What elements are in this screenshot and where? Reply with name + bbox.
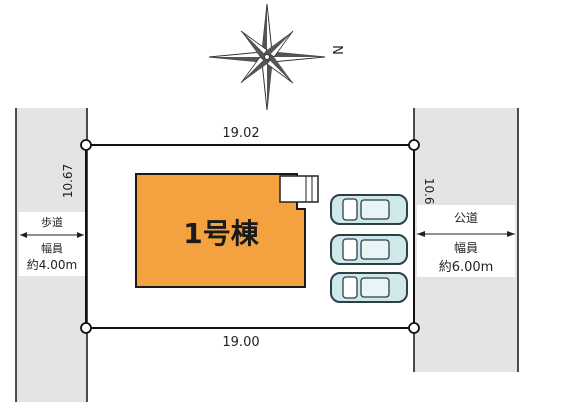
lot-bottom-length: 19.00 bbox=[222, 335, 259, 350]
lot-corner-marker bbox=[408, 139, 420, 151]
right-road-label-bg bbox=[417, 205, 515, 277]
parked-car-icon bbox=[330, 272, 408, 303]
arrowhead-icon bbox=[77, 232, 84, 238]
right-road-type: 公道 bbox=[454, 211, 478, 225]
left-road-width-label: 幅員 bbox=[41, 242, 63, 255]
parked-car-icon bbox=[330, 234, 408, 265]
lot-corner-marker bbox=[80, 322, 92, 334]
building-label: 1号棟 bbox=[183, 217, 259, 250]
compass-icon bbox=[208, 3, 326, 111]
left-road-label-bg bbox=[19, 212, 85, 276]
compass-north-label: N bbox=[329, 45, 344, 55]
lot-top-length: 19.02 bbox=[222, 126, 259, 141]
right-road-width-value: 約6.00m bbox=[439, 260, 494, 275]
building-footprint bbox=[135, 173, 306, 288]
lot-corner-marker bbox=[408, 322, 420, 334]
arrowhead-icon bbox=[417, 231, 425, 237]
right-road-width-label: 幅員 bbox=[454, 240, 478, 255]
lot-left-depth: 10.67 bbox=[61, 164, 75, 198]
entrance-steps-icon bbox=[279, 175, 319, 203]
left-road-type: 歩道 bbox=[41, 215, 63, 229]
lot-corner-marker bbox=[80, 139, 92, 151]
arrowhead-icon bbox=[20, 232, 27, 238]
left-road-width-value: 約4.00m bbox=[27, 257, 77, 272]
arrowhead-icon bbox=[507, 231, 515, 237]
lot-right-depth: 10.67 bbox=[422, 178, 436, 212]
parked-car-icon bbox=[330, 194, 408, 225]
